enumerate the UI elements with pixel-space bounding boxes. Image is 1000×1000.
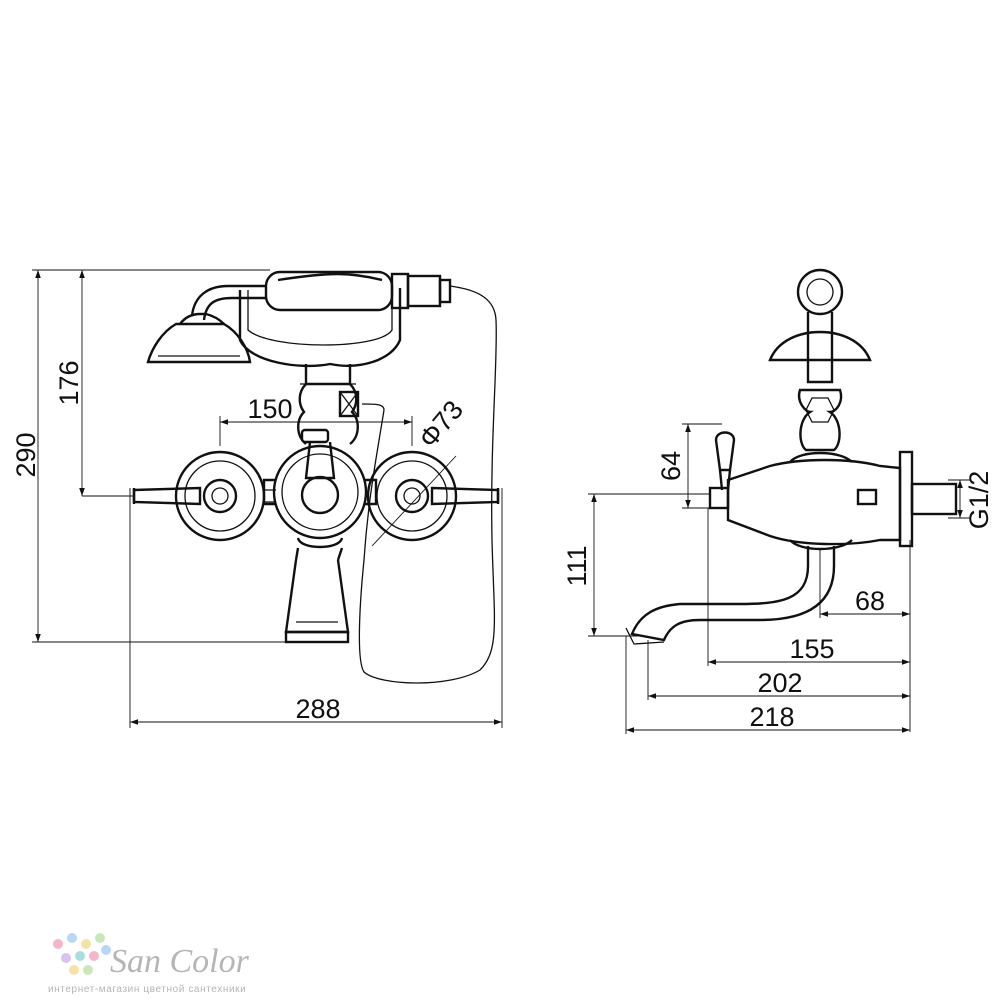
logo-dot (81, 939, 91, 949)
dim-thread: G1/2 (964, 471, 994, 530)
logo-dot (53, 939, 63, 949)
logo-dot (75, 951, 85, 961)
front-dimensions (32, 269, 503, 728)
logo-dot (95, 933, 105, 943)
valve-left (132, 450, 276, 542)
dim-68: 68 (855, 586, 885, 616)
dim-width-total: 288 (295, 694, 340, 724)
shower-hose (358, 285, 497, 684)
watermark-tagline: интернет-магазин цветной сантехники (48, 984, 246, 995)
logo-dot (69, 965, 79, 975)
column (297, 383, 360, 445)
logo-dot (101, 945, 111, 955)
front-view: 290 176 150 Φ73 288 (11, 269, 503, 728)
shower-handle (190, 270, 452, 321)
mixer-body (262, 428, 378, 540)
dim-218: 218 (749, 702, 794, 732)
logo-dot (89, 951, 99, 961)
dim-lever-height: 64 (656, 451, 686, 481)
dim-centers: 150 (247, 394, 292, 424)
side-body (726, 450, 958, 551)
logo-dot (83, 965, 93, 975)
logo-dots (53, 933, 111, 975)
shower-head (146, 312, 252, 364)
side-dimensions (588, 423, 970, 734)
side-spout (625, 546, 836, 645)
dim-height-total: 290 (11, 432, 41, 477)
watermark-logo: San Color интернет-магазин цветной санте… (48, 933, 250, 995)
watermark-brand: San Color (110, 943, 250, 980)
dim-202: 202 (757, 668, 802, 698)
dim-height-shower: 176 (54, 360, 84, 405)
spout-front (284, 537, 350, 644)
valve-right (366, 450, 500, 542)
shower-cradle (238, 288, 402, 386)
dim-spout-height: 111 (562, 545, 592, 586)
logo-dot (61, 953, 71, 963)
side-shower-head (768, 268, 872, 452)
logo-dot (67, 933, 77, 943)
dim-diameter: Φ73 (413, 395, 469, 454)
dim-155: 155 (789, 634, 834, 664)
side-view: 64 111 G1/2 68 155 202 218 (562, 268, 994, 734)
side-lever (708, 431, 736, 510)
